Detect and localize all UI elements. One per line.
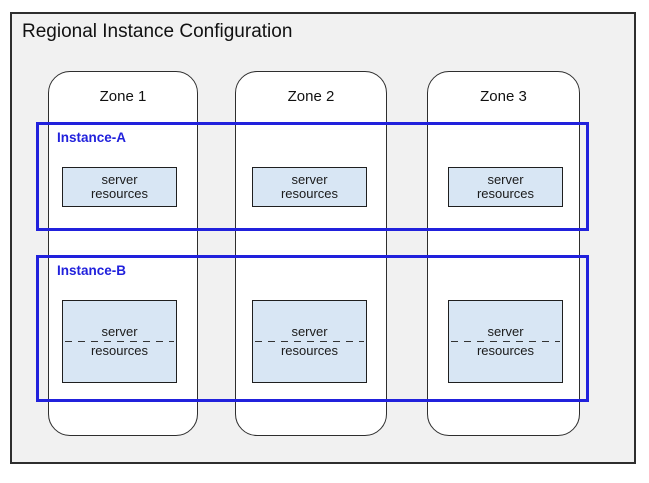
dashed-divider xyxy=(255,341,364,342)
resource-text-line1: server xyxy=(487,172,524,187)
resource-text-line1: server xyxy=(101,324,138,339)
resource-text-line2: resources xyxy=(90,343,149,358)
resource-text-line2: resources xyxy=(476,186,535,201)
server-resources-box-a3: server resources xyxy=(448,167,563,207)
zone-2-label: Zone 2 xyxy=(287,88,335,105)
diagram-title: Regional Instance Configuration xyxy=(22,21,293,42)
zone-1-label: Zone 1 xyxy=(99,88,147,105)
instance-b-box: Instance-B server resources server resou… xyxy=(36,255,589,402)
resource-text-line2: resources xyxy=(476,343,535,358)
server-resources-box-a1: server resources xyxy=(62,167,177,207)
server-resources-box-b1: server resources xyxy=(62,300,177,383)
resource-text-line1: server xyxy=(487,324,524,339)
server-resources-box-a2: server resources xyxy=(252,167,367,207)
region-box: Regional Instance Configuration Zone 1 Z… xyxy=(10,12,636,464)
instance-b-label: Instance-B xyxy=(57,263,127,278)
server-resources-box-b2: server resources xyxy=(252,300,367,383)
dashed-divider xyxy=(65,341,174,342)
dashed-divider xyxy=(451,341,560,342)
instance-a-box: Instance-A server resources server resou… xyxy=(36,122,589,231)
resource-text-line1: server xyxy=(101,172,138,187)
resource-text-line2: resources xyxy=(280,343,339,358)
resource-text-line1: server xyxy=(291,172,328,187)
resource-text-line2: resources xyxy=(90,186,149,201)
instance-a-label: Instance-A xyxy=(57,130,127,145)
server-resources-box-b3: server resources xyxy=(448,300,563,383)
resource-text-line1: server xyxy=(291,324,328,339)
resource-text-line2: resources xyxy=(280,186,339,201)
zone-3-label: Zone 3 xyxy=(480,88,527,105)
